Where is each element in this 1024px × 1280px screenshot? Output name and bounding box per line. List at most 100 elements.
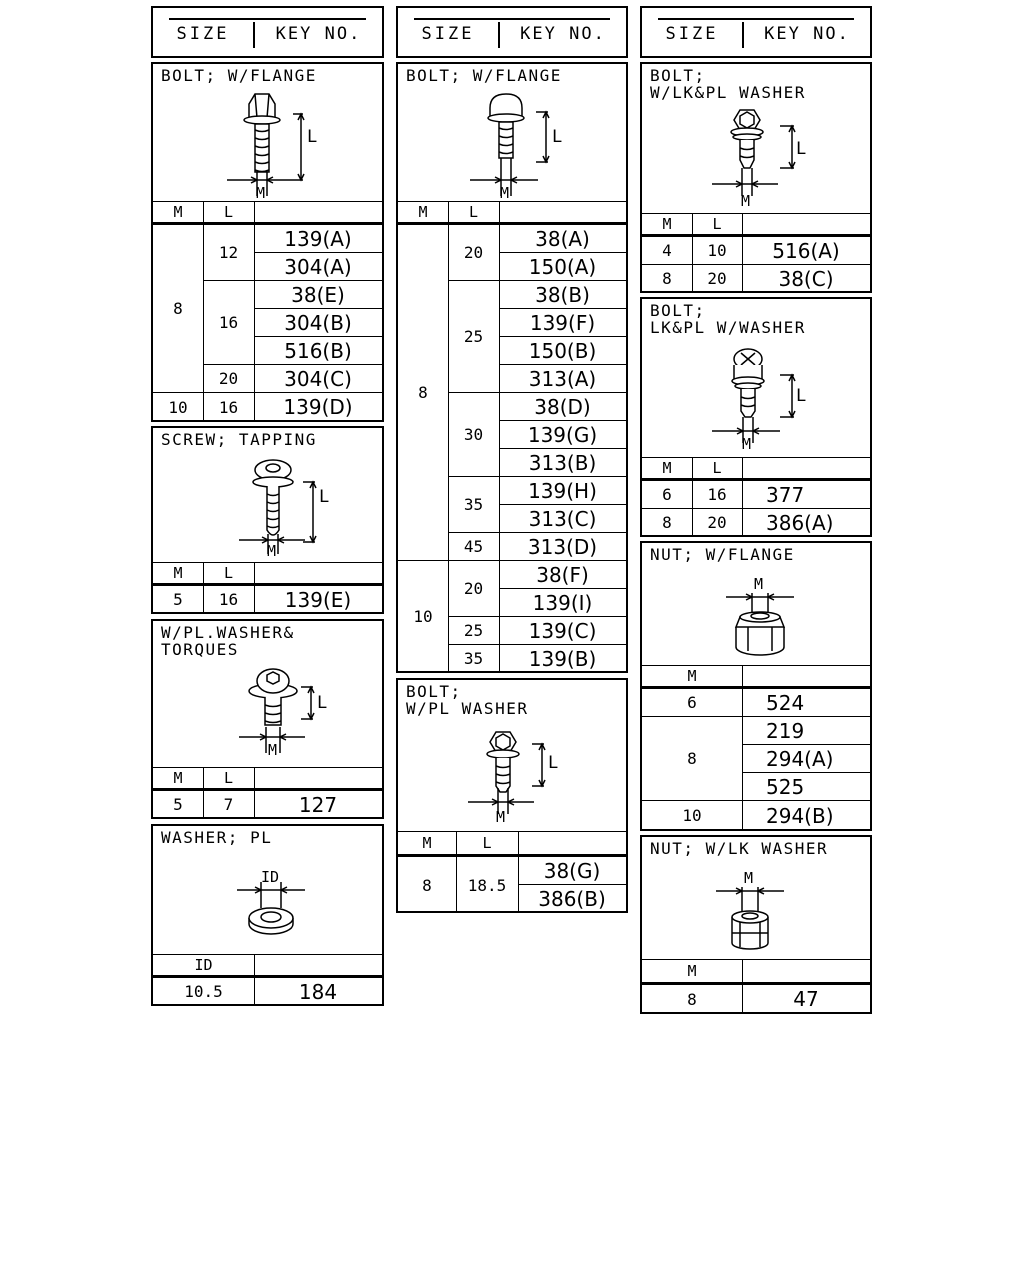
dim-L-label: L <box>796 139 806 159</box>
col-header-L: L <box>482 833 492 852</box>
section-bolt-w-pl-washer: BOLT; W/PL WASHER L M M L 8 18.5 38(G) 3… <box>396 678 628 913</box>
key-no: 139(G) <box>527 422 598 447</box>
key-no: 304(C) <box>284 366 352 391</box>
size-L: 20 <box>463 579 484 598</box>
dim-L-label: L <box>552 127 562 147</box>
key-no: 150(B) <box>528 338 597 363</box>
size-M: 8 <box>662 513 672 532</box>
section-bolt-w-lk-pl-washer: BOLT; W/LK&PL WASHER L M M L 4 10 516(A) <box>640 62 872 293</box>
section-title: WASHER; PL <box>161 828 273 847</box>
size-L: 16 <box>218 590 239 609</box>
col-header-M: M <box>687 666 697 685</box>
key-no: 313(B) <box>528 450 597 475</box>
key-no: 313(D) <box>527 534 598 559</box>
col-header-L: L <box>223 768 234 787</box>
section-washer-pl: WASHER; PL ID ID 10.5 184 <box>151 824 384 1006</box>
key-no: 139(H) <box>528 478 597 503</box>
key-no-label: KEY NO. <box>275 24 362 44</box>
key-no: 139(F) <box>529 310 596 335</box>
section-title: NUT; W/LK WASHER <box>650 839 829 858</box>
dim-M-label: M <box>754 575 763 593</box>
col-header-M: M <box>418 202 428 221</box>
section-title: SCREW; TAPPING <box>161 430 317 449</box>
key-no: 139(B) <box>528 646 597 671</box>
size-key-header-col1: SIZE KEY NO. <box>151 6 384 58</box>
flange-nut-icon: M <box>726 575 794 656</box>
section-wpl-washer-torques: W/PL.WASHER& TORQUES L M M L 5 7 127 <box>151 619 384 819</box>
section-title: W/PL.WASHER& TORQUES <box>161 623 295 659</box>
key-no: 386(A) <box>766 510 834 535</box>
section-title: BOLT; W/FLANGE <box>161 66 317 85</box>
key-no: 304(A) <box>284 254 352 279</box>
size-L: 16 <box>218 397 239 417</box>
size-L: 20 <box>463 243 484 262</box>
key-no: 38(E) <box>291 282 345 307</box>
key-no: 524 <box>766 690 805 715</box>
col-header-L: L <box>712 458 722 477</box>
key-no: 139(D) <box>283 395 353 419</box>
size-L: 20 <box>218 369 239 388</box>
col-header-L: L <box>223 202 234 221</box>
section-title: BOLT; W/LK&PL WASHER <box>650 66 806 102</box>
size-M: 8 <box>173 299 183 318</box>
dim-L-label: L <box>317 693 327 713</box>
key-no: 313(C) <box>528 506 597 531</box>
col-header-M: M <box>173 768 183 787</box>
flange-bolt-icon: L M <box>470 93 562 202</box>
size-M: 6 <box>662 485 672 504</box>
size-L: 35 <box>463 649 484 668</box>
size-L: 7 <box>223 795 234 814</box>
lock-washer-nut-icon: M <box>716 869 784 950</box>
key-no: 38(C) <box>778 266 834 291</box>
dim-M-label: M <box>268 741 277 759</box>
dim-M-label: M <box>741 192 750 210</box>
size-L: 16 <box>218 313 239 332</box>
size-label: SIZE <box>665 24 719 44</box>
dim-M-label: M <box>744 869 753 887</box>
dim-M-label: M <box>267 542 276 560</box>
size-M: 5 <box>173 795 183 814</box>
size-L: 18.5 <box>467 875 507 895</box>
key-no: 184 <box>298 979 338 1004</box>
hex-bolt-lk-pl-washer-icon: L M <box>712 109 806 210</box>
section-title: BOLT; LK&PL W/WASHER <box>650 301 806 337</box>
section-title: BOLT; W/FLANGE <box>406 66 562 85</box>
size-ID: 10.5 <box>184 982 223 1001</box>
dim-M-label: M <box>500 184 509 202</box>
size-M: 6 <box>687 693 697 712</box>
size-L: 35 <box>463 495 484 514</box>
size-M: 10 <box>682 806 702 825</box>
key-no: 294(B) <box>766 803 834 828</box>
section-title: NUT; W/FLANGE <box>650 545 795 564</box>
size-L: 16 <box>707 485 727 504</box>
key-no: 139(C) <box>528 618 597 643</box>
col-header-M: M <box>173 202 183 221</box>
size-label: SIZE <box>421 24 475 44</box>
hex-bolt-lk-pl-w-washer-icon: L M <box>712 348 806 453</box>
size-key-header-col3: SIZE KEY NO. <box>640 6 872 58</box>
section-nut-w-flange: NUT; W/FLANGE M M 6 524 8 219 294(A) 525… <box>640 541 872 831</box>
col-header-M: M <box>662 214 672 233</box>
size-key-header-col2: SIZE KEY NO. <box>396 6 628 58</box>
col-header-M: M <box>422 833 432 852</box>
key-no: 139(A) <box>284 226 352 251</box>
dim-M-label: M <box>742 435 751 453</box>
key-no: 127 <box>298 792 338 817</box>
col-header-L: L <box>468 202 479 221</box>
size-L: 10 <box>707 241 727 260</box>
dim-L-label: L <box>796 386 806 406</box>
key-no: 304(B) <box>284 310 352 335</box>
size-M: 8 <box>662 269 672 288</box>
key-no: 38(B) <box>535 282 590 307</box>
section-bolt-lk-pl-w-washer: BOLT; LK&PL W/WASHER L M M L 6 16 377 <box>640 297 872 537</box>
dim-L-label: L <box>548 753 558 773</box>
dim-ID-label: ID <box>261 868 279 886</box>
key-no: 139(E) <box>284 587 352 612</box>
key-no: 38(A) <box>535 226 590 251</box>
col-header-M: M <box>173 563 183 582</box>
col-header-L: L <box>223 563 234 582</box>
size-label: SIZE <box>176 24 230 44</box>
size-L: 45 <box>463 537 484 556</box>
size-M: 8 <box>422 875 432 895</box>
key-no: 294(A) <box>766 746 834 771</box>
